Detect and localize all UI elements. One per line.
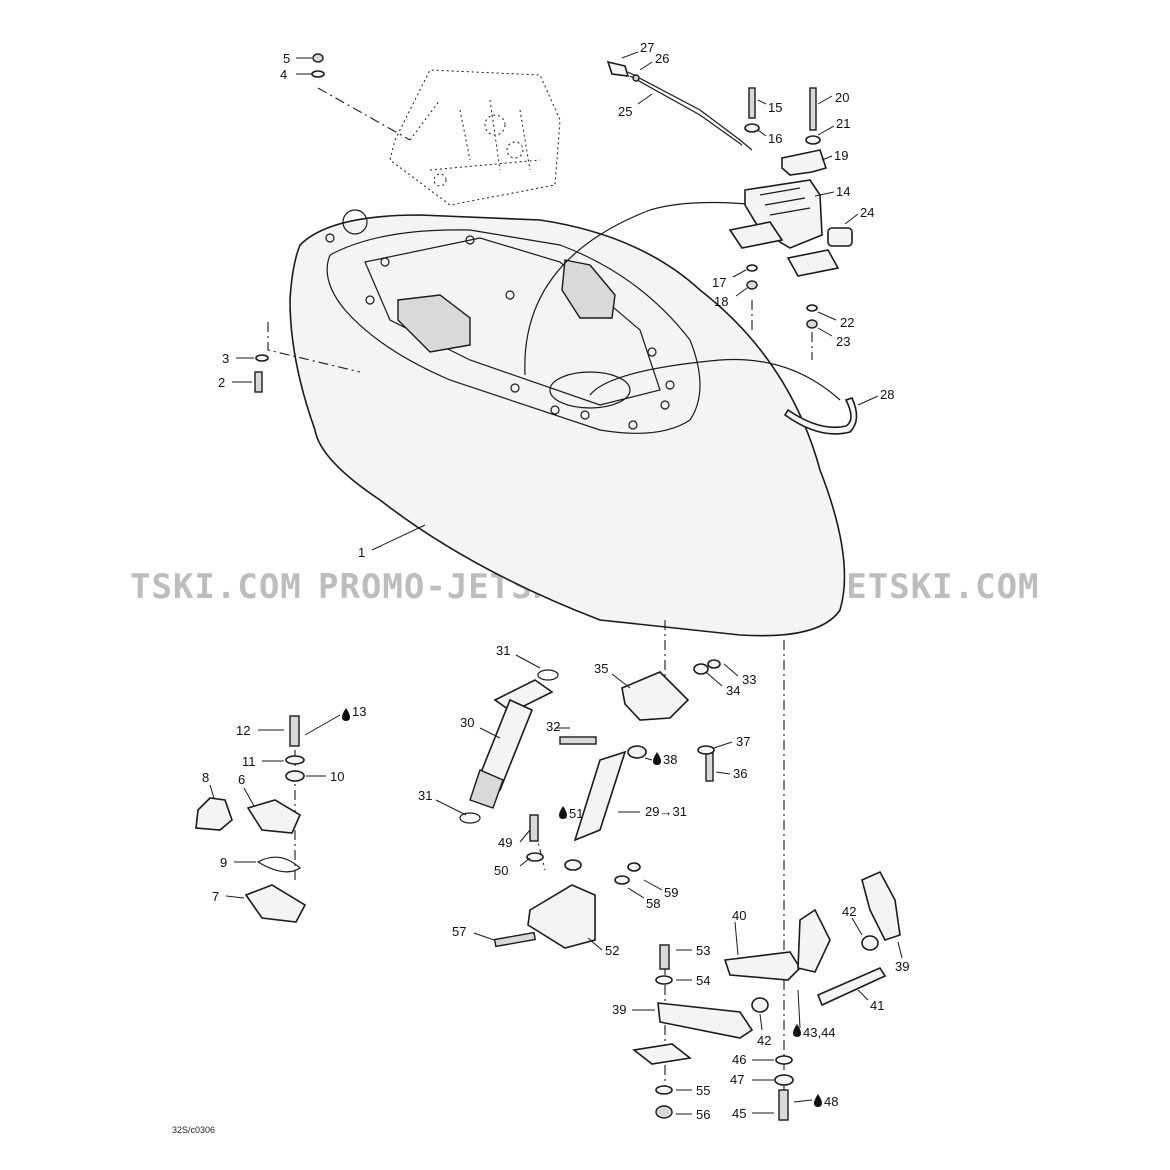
callout-label: 53 [696, 943, 710, 958]
callout-label: 34 [726, 683, 740, 698]
nut [312, 53, 324, 63]
linkage-assembly [632, 870, 901, 1121]
callout-label: 48 [824, 1094, 838, 1109]
callout-label: 29→31 [645, 804, 687, 819]
callout-label: 20 [835, 90, 849, 105]
callout-label: 50 [494, 863, 508, 878]
callout-label: 35 [594, 661, 608, 676]
callout-label: 40 [732, 908, 746, 923]
callout-label: 27 [640, 40, 654, 55]
callout-label: 2 [218, 375, 225, 390]
callout-label: 36 [733, 766, 747, 781]
callout-label: 6 [238, 772, 245, 787]
callout-label: 31 [418, 788, 432, 803]
callout-label: 7 [212, 889, 219, 904]
cover-assembly [195, 715, 307, 923]
callout-label: 22 [840, 315, 854, 330]
callout-label: 38 [663, 752, 677, 767]
engine-block-outline [389, 69, 561, 206]
drop-icon [559, 806, 567, 819]
callout-label: 58 [646, 896, 660, 911]
callout-label: 21 [836, 116, 850, 131]
upper-mount-assembly [606, 60, 853, 329]
callout-label: 17 [712, 275, 726, 290]
callout-label: 46 [732, 1052, 746, 1067]
callout-label: 23 [836, 334, 850, 349]
callout-label: 9 [220, 855, 227, 870]
callout-label: 14 [836, 184, 850, 199]
callout-label: 10 [330, 769, 344, 784]
callout-label: 33 [742, 672, 756, 687]
callout-label: 54 [696, 973, 710, 988]
callout-label: 12 [236, 723, 250, 738]
callout-label: 59 [664, 885, 678, 900]
reference-code: 32S/c0306 [172, 1125, 215, 1135]
callout-label: 24 [860, 205, 874, 220]
callout-label: 52 [605, 943, 619, 958]
watermark-segment: TSKI.COM [130, 567, 302, 607]
callout-label: 56 [696, 1107, 710, 1122]
callout-label: 57 [452, 924, 466, 939]
callout-with-adhesive: 43,44 [793, 1024, 836, 1040]
callout-label: 13 [352, 704, 366, 719]
callout-label: 43,44 [803, 1025, 836, 1040]
callout-label: 8 [202, 770, 209, 785]
callout-label: 39 [612, 1002, 626, 1017]
bolt [254, 371, 263, 393]
callout-label: 30 [460, 715, 474, 730]
callout-label: 41 [870, 998, 884, 1013]
callouts: 5 4 3 2 1 27 26 25 15 16 20 21 19 14 24 … [202, 40, 909, 1122]
callout-label: 51 [569, 806, 583, 821]
callout-label: 42 [842, 904, 856, 919]
hose [783, 397, 858, 435]
callout-label: 55 [696, 1083, 710, 1098]
callout-label: 5 [283, 51, 290, 66]
drop-icon [653, 752, 661, 765]
callout-with-adhesive: 51 [559, 806, 583, 821]
guide-line [267, 322, 361, 373]
body-pan [289, 201, 846, 637]
callout-label: 42 [757, 1033, 771, 1048]
callout-label: 11 [242, 754, 256, 769]
callout-label: 25 [618, 104, 632, 119]
washer [311, 70, 325, 78]
callout-label: 39 [895, 959, 909, 974]
callout-label: 32 [546, 719, 560, 734]
callout-label: 26 [655, 51, 669, 66]
callout-label: 47 [730, 1072, 744, 1087]
callout-label: 31 [496, 643, 510, 658]
callout-label: 45 [732, 1106, 746, 1121]
callout-label: 19 [834, 148, 848, 163]
callout-label: 18 [714, 294, 728, 309]
callout-with-adhesive: 48 [814, 1094, 838, 1109]
callout-with-adhesive: 13 [342, 704, 366, 721]
callout-label: 3 [222, 351, 229, 366]
drop-icon [793, 1024, 801, 1037]
callout-label: 37 [736, 734, 750, 749]
callout-label: 1 [358, 545, 365, 560]
callout-label: 16 [768, 131, 782, 146]
drop-icon [342, 708, 350, 721]
callout-label: 28 [880, 387, 894, 402]
guide-line [317, 87, 411, 141]
drop-icon [814, 1094, 822, 1107]
callout-label: 15 [768, 100, 782, 115]
washer [255, 354, 269, 362]
callout-with-adhesive: 38 [653, 752, 677, 767]
shock-assembly [459, 659, 721, 949]
callout-label: 49 [498, 835, 512, 850]
callout-label: 4 [280, 67, 287, 82]
